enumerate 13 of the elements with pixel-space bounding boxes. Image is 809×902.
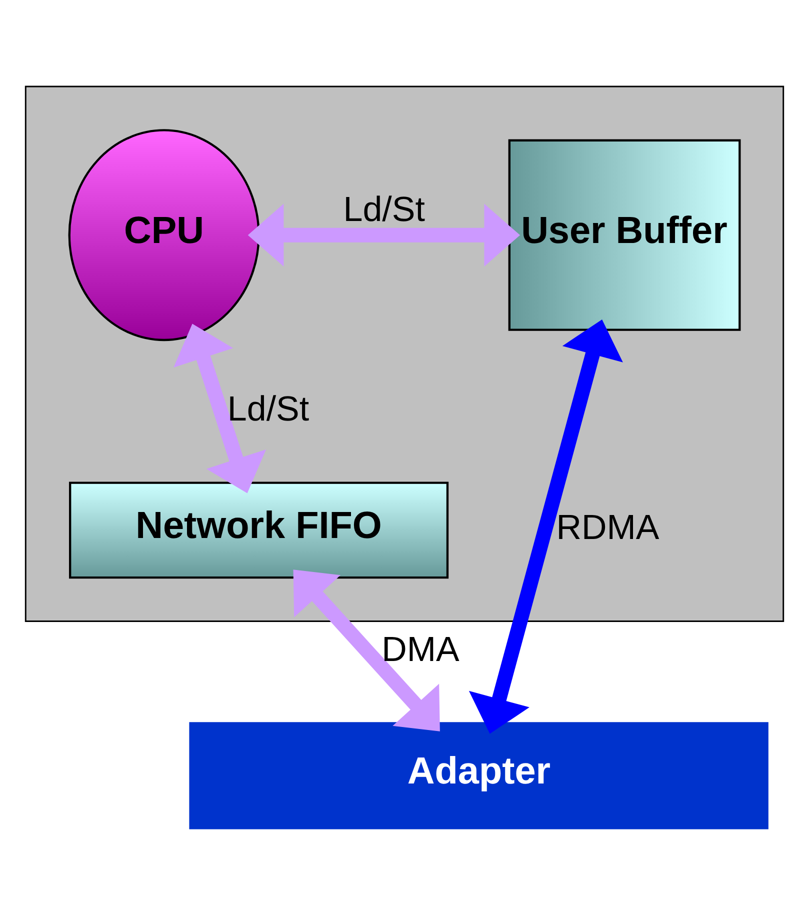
edge-label: Ld/St bbox=[343, 189, 425, 228]
arrow bbox=[248, 203, 520, 266]
cluster bbox=[24, 85, 784, 622]
arrow bbox=[468, 319, 623, 734]
edge-label: DMA bbox=[382, 629, 460, 668]
node-box: Adapter bbox=[189, 722, 768, 829]
arrow bbox=[293, 569, 440, 731]
node-circle: CPU bbox=[68, 128, 260, 341]
node-box: Network FIFO bbox=[69, 481, 449, 578]
arrow bbox=[174, 323, 266, 493]
node-box: User Buffer bbox=[508, 138, 741, 330]
edge-label: Ld/St bbox=[227, 388, 310, 428]
edge-label: RDMA bbox=[556, 508, 660, 547]
